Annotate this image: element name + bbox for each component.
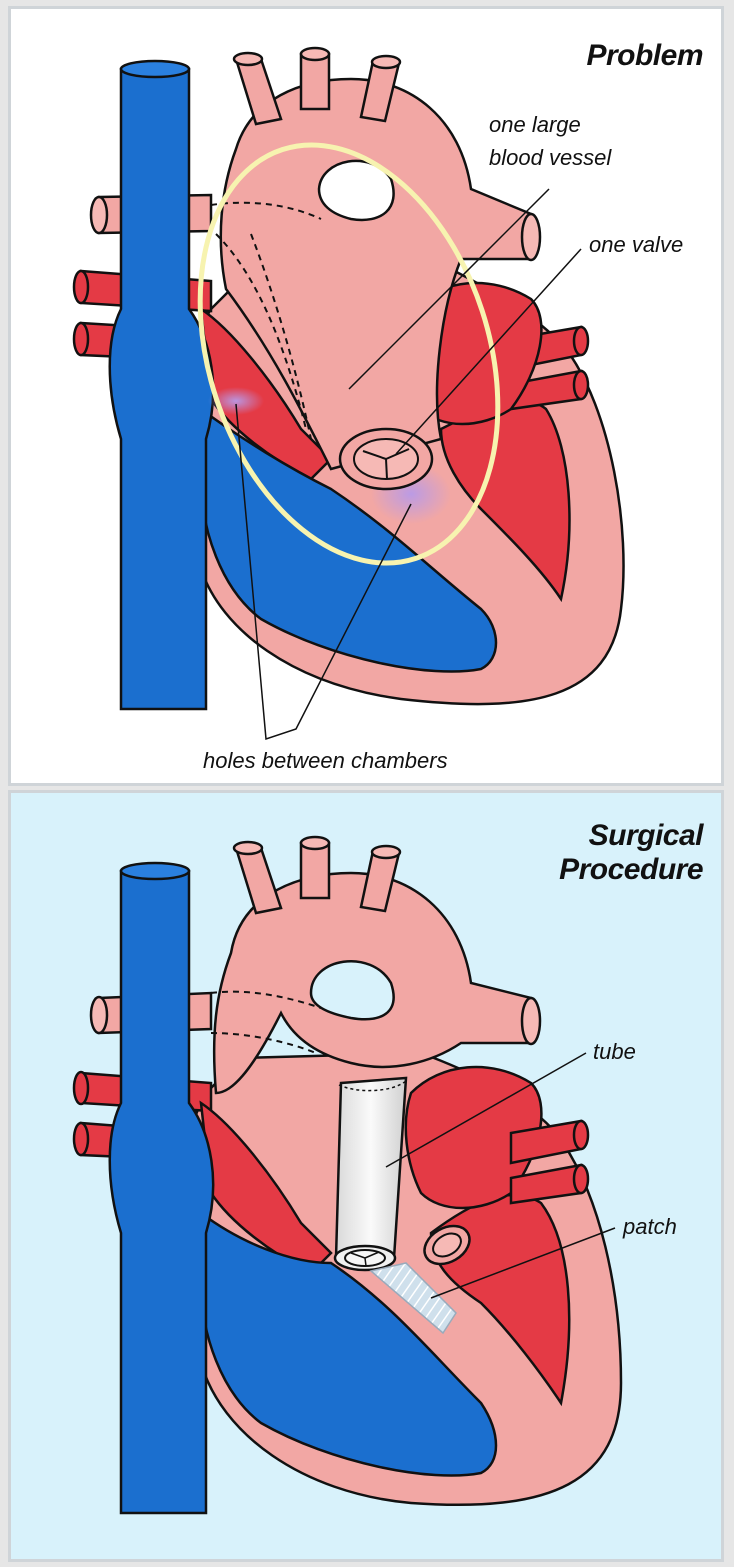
conduit-tube xyxy=(335,1078,406,1270)
label-valve: one valve xyxy=(589,231,683,258)
label-tube: tube xyxy=(593,1038,636,1065)
truncal-valve xyxy=(340,429,432,489)
vena-cava xyxy=(110,871,213,1513)
problem-heart-diagram xyxy=(11,9,724,786)
vena-cava xyxy=(110,69,213,709)
label-vessel-line2: blood vessel xyxy=(489,144,611,171)
label-vessel-line1: one large xyxy=(489,111,581,138)
surgery-title-line2: Procedure xyxy=(559,853,703,887)
surgery-title-line1: Surgical xyxy=(589,819,703,853)
problem-title: Problem xyxy=(586,39,703,73)
label-holes: holes between chambers xyxy=(203,747,448,774)
arch-branch-1 xyxy=(236,59,281,124)
problem-panel: Problem one large blood vessel one valve… xyxy=(8,6,724,786)
surgery-heart-diagram xyxy=(11,793,724,1562)
surgery-panel: Surgical Procedure tube patch xyxy=(8,790,724,1562)
vena-cava-top xyxy=(121,863,189,879)
label-patch: patch xyxy=(623,1213,677,1240)
arch-branch-2 xyxy=(301,54,329,109)
vena-cava-top xyxy=(121,61,189,77)
